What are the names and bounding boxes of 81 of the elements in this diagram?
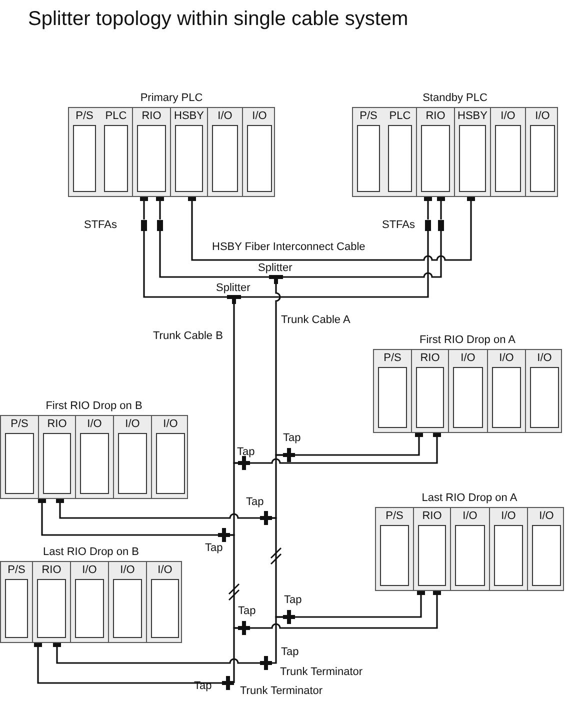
connector-label: Splitter — [216, 282, 250, 294]
connector-label: Tap — [246, 496, 264, 508]
slot-label: I/O — [499, 352, 514, 365]
slot-label: P/S — [386, 510, 404, 523]
diagram-title: Splitter topology within single cable system — [28, 8, 408, 31]
cable-line — [272, 616, 283, 664]
connector-label: Tap — [237, 446, 255, 458]
edge-label: Trunk Cable A — [281, 314, 350, 326]
rack-title: Primary PLC — [140, 91, 203, 106]
slot-label: I/O — [87, 418, 102, 431]
connector-label: Tap — [238, 605, 256, 617]
terminator-label: Trunk Terminator — [280, 666, 363, 678]
slot-label: P/S — [10, 418, 28, 431]
stfa-connector — [425, 220, 431, 230]
rack-slot — [454, 108, 490, 196]
slot-label: I/O — [462, 510, 478, 523]
cable-line — [233, 304, 238, 464]
tap-connector — [283, 448, 295, 462]
tap-connector — [260, 656, 272, 670]
cable-line — [275, 284, 283, 456]
slot-label: I/O — [218, 110, 232, 123]
slot-label: P/S — [384, 352, 402, 365]
slot-label: RIO — [422, 510, 442, 523]
connector-label: STFAs — [382, 219, 416, 231]
slot-label: I/O — [501, 510, 516, 523]
cable-line — [230, 534, 238, 629]
cable-line — [272, 454, 283, 519]
splitter-connector — [227, 295, 241, 304]
rack-title: Last RIO Drop on A — [422, 491, 518, 506]
connector-label: Tap — [281, 646, 299, 658]
cable-line — [241, 230, 429, 298]
connector-label: Tap — [205, 542, 223, 554]
slot-label: PLC — [389, 110, 411, 123]
slot-label: HSBY — [458, 110, 488, 123]
slot-label: I/O — [158, 564, 172, 577]
tap-connector — [238, 621, 250, 635]
slot-label: I/O — [539, 510, 554, 523]
connector-label: Tap — [283, 432, 301, 444]
slot-label: I/O — [535, 110, 550, 123]
stfa-connector — [438, 220, 444, 230]
slot-label: P/S — [76, 110, 94, 123]
slot-label: P/S — [8, 564, 26, 577]
slot-label: HSBY — [174, 110, 204, 123]
stfa-connector — [157, 220, 163, 230]
slot-label: P/S — [360, 110, 378, 123]
rack-title: Standby PLC — [422, 91, 488, 106]
connector-label: Tap — [284, 594, 302, 606]
slot-label: I/O — [460, 352, 476, 365]
rack-title: First RIO Drop on B — [46, 399, 142, 414]
edge-label: Trunk Cable B — [153, 330, 223, 342]
stfa-connector — [141, 220, 147, 230]
tap-connector — [283, 610, 295, 624]
tap-connector — [260, 511, 272, 525]
terminator-label: Trunk Terminator — [240, 685, 323, 697]
rack-title: Last RIO Drop on B — [43, 545, 139, 560]
slot-label: I/O — [500, 110, 516, 123]
slot-label: I/O — [252, 110, 267, 123]
slot-label: PLC — [105, 110, 127, 123]
slot-label: I/O — [120, 564, 135, 577]
cable-line — [159, 230, 269, 278]
slot-label: I/O — [125, 418, 140, 431]
cable-line — [143, 230, 227, 298]
cable-line — [233, 627, 238, 684]
slot-label: I/O — [163, 418, 178, 431]
slot-label: RIO — [420, 352, 440, 365]
slot-label: RIO — [426, 110, 446, 123]
connector-label: Splitter — [258, 262, 292, 274]
tap-connector — [218, 528, 230, 542]
cable-line — [283, 230, 442, 278]
slot-label: RIO — [142, 110, 162, 123]
tap-connector — [238, 456, 250, 470]
tap-connector — [222, 676, 234, 690]
slot-label: RIO — [42, 564, 62, 577]
splitter-connector — [269, 275, 283, 284]
cable-line — [230, 462, 238, 536]
connector-label: STFAs — [84, 219, 118, 231]
rack-title: First RIO Drop on A — [420, 333, 516, 348]
slot-label: RIO — [47, 418, 67, 431]
slot-label: I/O — [537, 352, 552, 365]
slot-label: I/O — [82, 564, 97, 577]
edge-label: HSBY Fiber Interconnect Cable — [212, 241, 366, 253]
